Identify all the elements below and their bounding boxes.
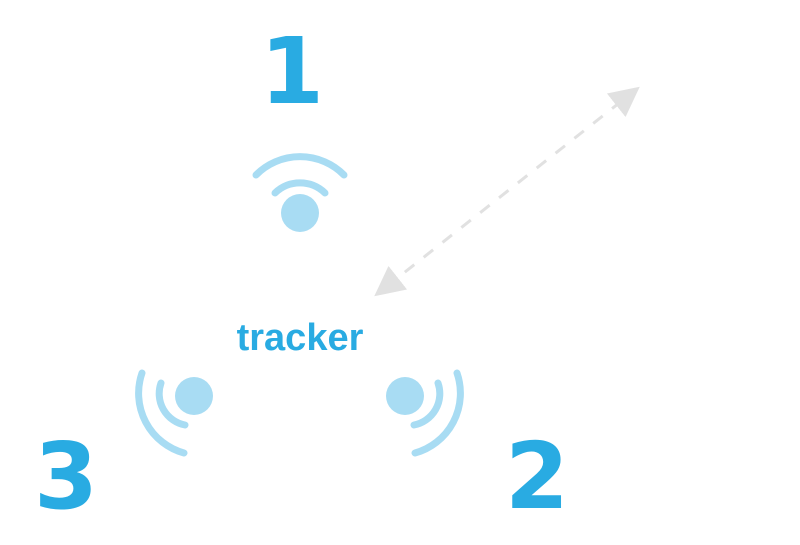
- node-1-number: 1: [260, 18, 324, 125]
- node-3: 3: [34, 369, 213, 530]
- node-1: 1: [252, 18, 348, 232]
- node-3-number: 3: [34, 423, 98, 530]
- center-label: tracker: [237, 317, 364, 359]
- node-2: 2: [386, 369, 569, 530]
- node-2-dot: [386, 377, 424, 415]
- wifi-signal-left-icon: [135, 369, 189, 457]
- node-3-dot: [175, 377, 213, 415]
- wifi-signal-up-icon: [252, 153, 348, 197]
- wifi-signal-right-icon: [410, 369, 464, 457]
- double-headed-dashed-arrow-icon: [374, 86, 640, 297]
- node-1-dot: [281, 194, 319, 232]
- node-2-number: 2: [505, 423, 569, 530]
